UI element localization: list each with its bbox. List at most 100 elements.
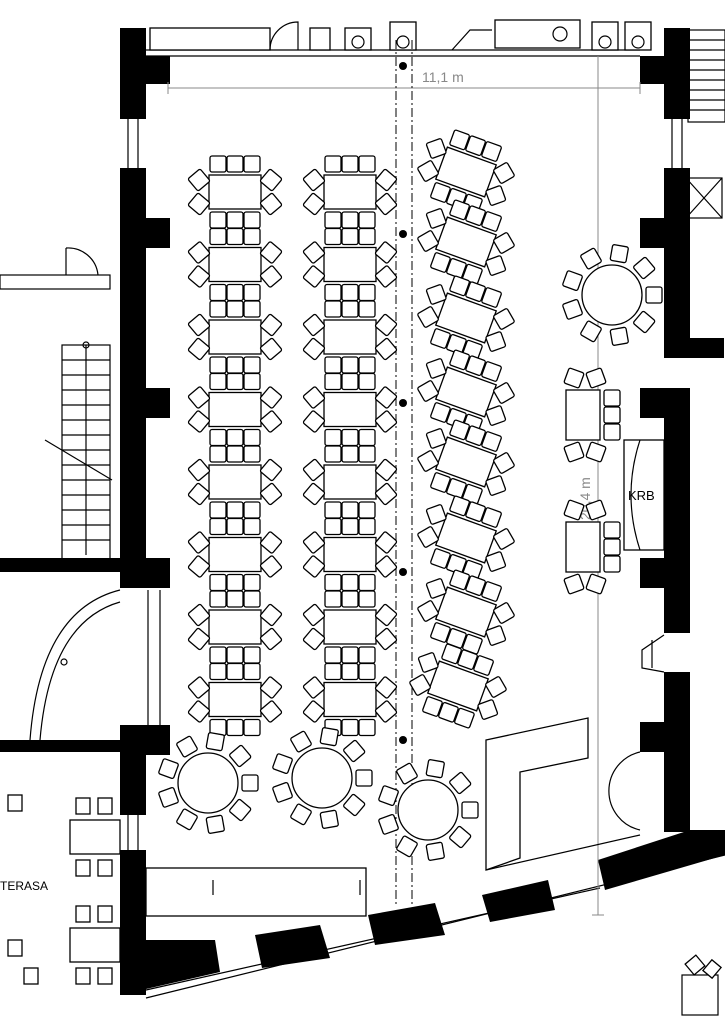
- chair: [603, 389, 621, 407]
- chair: [341, 300, 359, 318]
- chair: [358, 517, 376, 536]
- chair: [243, 300, 261, 318]
- walls: [0, 28, 725, 999]
- chair: [243, 211, 261, 229]
- chair: [187, 555, 211, 578]
- fireplace-label: KRB: [628, 488, 655, 503]
- chair: [374, 265, 398, 288]
- rect-table: [187, 372, 283, 447]
- chair: [209, 211, 227, 229]
- buffet-table: [145, 867, 367, 917]
- chair: [324, 428, 342, 447]
- chair: [209, 573, 227, 592]
- rect-table: [187, 300, 283, 374]
- chair: [324, 445, 342, 463]
- chair: [209, 372, 227, 391]
- chair: [302, 386, 326, 409]
- chair: [209, 517, 227, 536]
- chair: [302, 458, 326, 482]
- chair: [226, 445, 244, 463]
- chair: [580, 320, 602, 343]
- chair: [425, 208, 447, 229]
- chair: [302, 676, 326, 699]
- table: [208, 174, 262, 210]
- chair: [493, 452, 515, 474]
- structural-axis: [395, 40, 413, 905]
- chair: [302, 531, 326, 554]
- chair: [259, 555, 283, 578]
- left-staircase: [44, 247, 113, 561]
- chair: [585, 367, 607, 389]
- chair: [272, 782, 293, 803]
- chair: [603, 555, 621, 573]
- chair: [324, 590, 342, 608]
- table: [323, 174, 377, 210]
- chair: [226, 356, 244, 374]
- table: [208, 246, 262, 283]
- rect-table: [187, 445, 283, 519]
- chair: [585, 499, 607, 521]
- chair: [158, 758, 179, 779]
- chair: [425, 504, 447, 525]
- right-staircase: [685, 29, 725, 219]
- chair: [485, 551, 507, 572]
- chair: [341, 646, 359, 664]
- chair: [477, 699, 499, 720]
- chair: [226, 211, 244, 229]
- chair: [493, 308, 515, 330]
- chair: [449, 495, 470, 517]
- chair: [374, 458, 398, 482]
- chair: [324, 356, 342, 374]
- chair: [341, 590, 359, 608]
- chair: [226, 283, 244, 302]
- chair: [341, 517, 359, 536]
- furniture-layout: [158, 129, 663, 861]
- dimension-lines: [167, 56, 641, 916]
- chair: [187, 482, 211, 506]
- chair: [259, 265, 283, 288]
- chair: [441, 643, 462, 665]
- chair: [417, 160, 439, 182]
- chair: [493, 232, 515, 254]
- chair: [226, 517, 244, 536]
- chair: [187, 410, 211, 433]
- chair: [209, 428, 227, 447]
- chair: [187, 458, 211, 482]
- chair: [209, 646, 227, 664]
- chair: [485, 185, 507, 206]
- chair: [374, 482, 398, 506]
- chair: [609, 244, 629, 264]
- chair: [209, 227, 227, 246]
- chair: [425, 358, 447, 379]
- chair: [446, 257, 467, 279]
- round-table: [272, 727, 373, 829]
- chair: [465, 501, 486, 523]
- chair: [302, 241, 326, 264]
- table: [208, 536, 262, 573]
- chair: [374, 168, 398, 192]
- chair: [226, 590, 244, 608]
- chair: [417, 450, 439, 472]
- chair: [358, 155, 376, 173]
- chair: [23, 967, 39, 985]
- chair: [465, 355, 486, 377]
- chair: [645, 286, 663, 304]
- chair: [243, 356, 261, 374]
- chair: [449, 129, 470, 151]
- table: [434, 436, 498, 488]
- chair: [481, 361, 502, 382]
- chair: [374, 700, 398, 723]
- angled-table: [417, 419, 515, 505]
- corner-detail: [681, 954, 723, 1016]
- chair: [302, 168, 326, 192]
- chair: [302, 627, 326, 651]
- chair: [324, 662, 342, 681]
- chair: [358, 211, 376, 229]
- chair: [485, 405, 507, 426]
- chair: [187, 168, 211, 192]
- table: [581, 264, 643, 326]
- chair: [75, 967, 91, 985]
- chair: [449, 349, 470, 371]
- chair: [358, 227, 376, 246]
- table: [434, 512, 498, 564]
